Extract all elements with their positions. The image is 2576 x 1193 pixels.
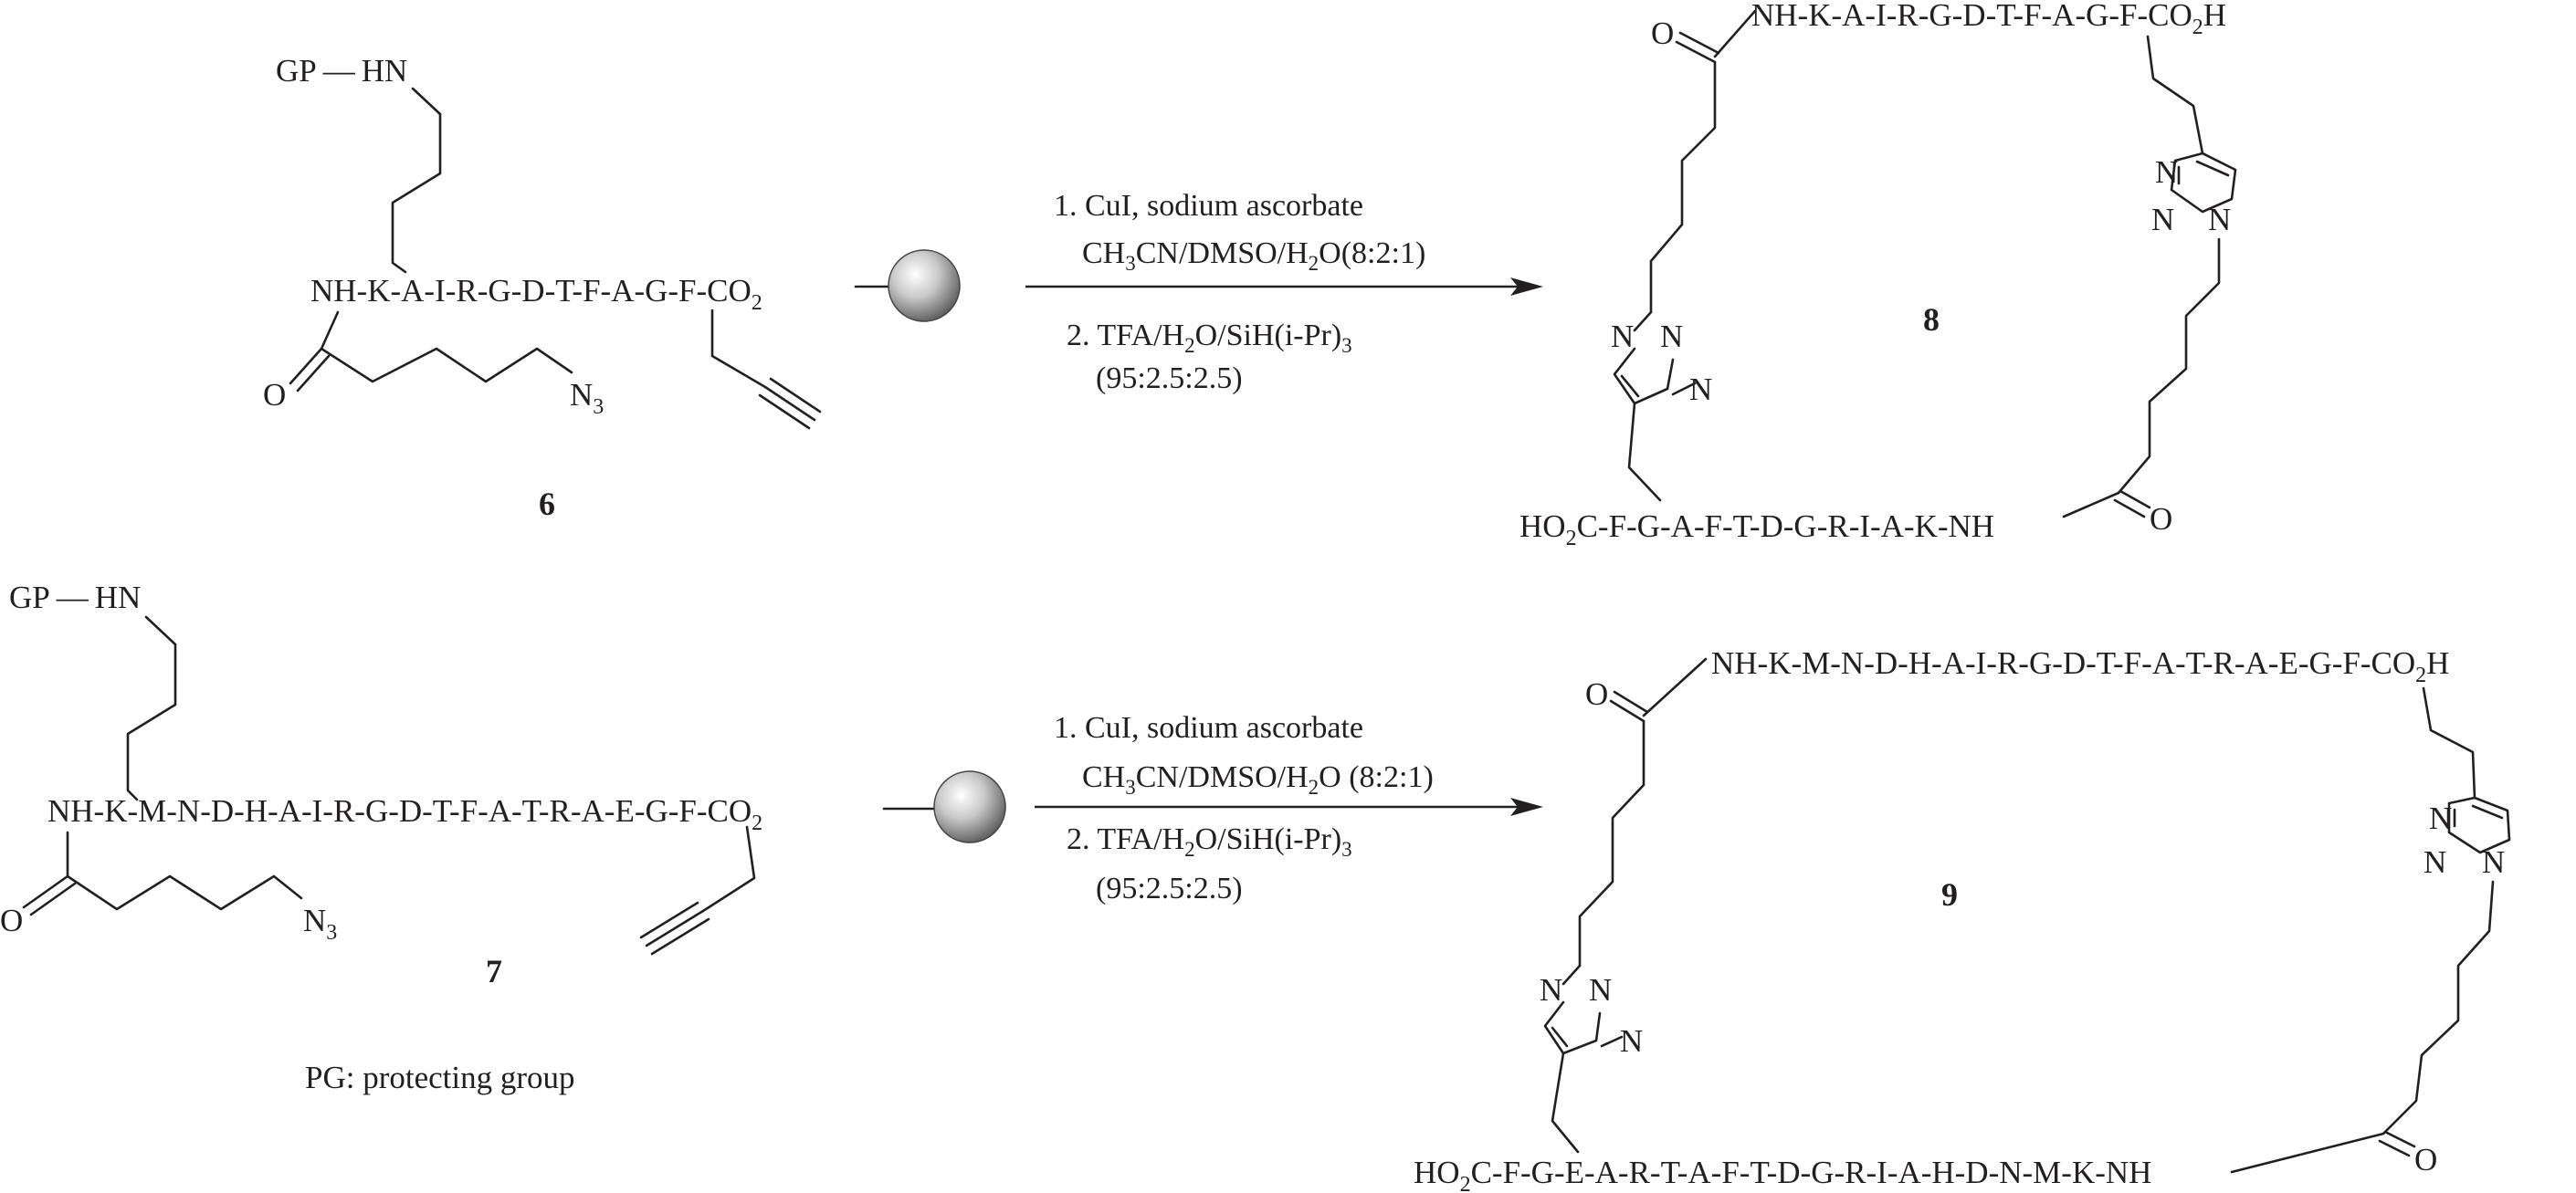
triazole-n: N: [1589, 972, 1612, 1008]
amide-bond-bottom: [2062, 491, 2120, 518]
compound-number-8: 8: [1923, 301, 1940, 338]
left-triazole-ring: N N N: [1540, 964, 1643, 1059]
carbonyl-oxygen: O: [263, 377, 286, 413]
footnote: PG: protecting group: [305, 1060, 575, 1095]
left-triazole-ring: N N N: [1611, 310, 1712, 407]
top-peptide-chain: NH-K-A-I-R-G-D-T-F-A-G-F-CO2H: [1751, 0, 2226, 39]
lysine-side-chain: [126, 615, 177, 801]
triazole-n: N: [2155, 154, 2178, 190]
bottom-peptide-chain: HO2C-F-G-A-F-T-D-G-R-I-A-K-NH: [1519, 508, 1994, 550]
compound-number-9: 9: [1941, 876, 1958, 913]
bottom-carbonyl-bond: [2119, 489, 2151, 509]
right-triazole-ring: N N N: [2151, 152, 2237, 237]
compound-6: GP — HN NH-K-A-I-R-G-D-T-F-A-G-F-CO2 O N…: [263, 53, 961, 522]
condition-step2: 2. TFA/H2O/SiH(i-Pr)3: [1067, 822, 1352, 861]
bottom-peptide-chain: HO2C-F-G-E-A-R-T-A-F-T-D-G-R-I-A-H-D-N-M…: [1414, 1155, 2151, 1193]
amide-bond-top: [1713, 9, 1757, 58]
condition-step1: 1. CuI, sodium ascorbate: [1054, 711, 1363, 745]
bottom-carbonyl-bond-double: [2378, 1139, 2411, 1157]
condition-step2: 2. TFA/H2O/SiH(i-Pr)3: [1067, 319, 1352, 357]
left-linker-chain: [1578, 719, 1645, 968]
propargyl-chain: [701, 825, 756, 913]
compound-number-7: 7: [486, 953, 502, 989]
triazole-n: N: [1689, 372, 1712, 407]
alkyne-bond-3: [650, 917, 710, 956]
reaction-2: 1. CuI, sodium ascorbate CH3CN/DMSO/H2O …: [1035, 711, 1543, 905]
resin-bead: [933, 770, 1006, 843]
bottom-carbonyl-bond-double: [2113, 498, 2146, 518]
triazole-n: N: [2208, 202, 2231, 237]
condition-step1: 1. CuI, sodium ascorbate: [1054, 189, 1363, 223]
amide-bond-top: [1642, 657, 1708, 717]
right-methylene: [2422, 686, 2476, 800]
compound-7: GP — HN NH-K-M-N-D-H-A-I-R-G-D-T-F-A-T-R…: [0, 580, 1006, 989]
propargyl-chain: [710, 309, 767, 389]
alkyne-bond-2: [639, 901, 699, 939]
top-carbonyl-bond: [1609, 699, 1645, 723]
top-carbonyl-bond-double: [1613, 690, 1649, 714]
alkyne-bond: [645, 909, 705, 947]
azide-group: N3: [570, 377, 604, 419]
resin-bead: [888, 249, 961, 322]
top-carbonyl-oxygen: O: [1585, 676, 1608, 712]
condition-solvent: CH3CN/DMSO/H2O(8:2:1): [1082, 236, 1425, 275]
top-carbonyl-bond: [1675, 40, 1717, 64]
compound-8: O NH-K-A-I-R-G-D-T-F-A-G-F-CO2H N N N N …: [1519, 0, 2237, 550]
bottom-carbonyl-oxygen: O: [2150, 501, 2172, 537]
alkyne-bond-3: [758, 393, 811, 430]
amide-bond-bottom: [2230, 1132, 2385, 1174]
peptide-chain: NH-K-A-I-R-G-D-T-F-A-G-F-CO2: [310, 273, 762, 315]
bottom-carbonyl-bond: [2383, 1130, 2416, 1148]
carbonyl-bond-double: [296, 354, 331, 392]
left-linker-chain: [1649, 60, 1717, 314]
compound-number-6: 6: [539, 486, 555, 522]
reaction-1: 1. CuI, sodium ascorbate CH3CN/DMSO/H2O(…: [1025, 189, 1543, 395]
condition-ratio: (95:2.5:2.5): [1096, 872, 1243, 905]
bottom-carbonyl-oxygen: O: [2414, 1142, 2437, 1177]
azide-group: N3: [303, 903, 337, 945]
azido-pentanoyl-chain: [66, 831, 303, 911]
left-methylene: [1627, 402, 1662, 502]
left-methylene: [1551, 1052, 1580, 1154]
top-carbonyl-oxygen: O: [1651, 16, 1674, 51]
carbonyl-bond-double: [29, 882, 77, 916]
peptide-chain: NH-K-M-N-D-H-A-I-R-G-D-T-F-A-T-R-A-E-G-F…: [47, 793, 762, 835]
right-methylene: [2146, 35, 2204, 155]
right-linker-chain: [2381, 880, 2495, 1135]
compound-9: O NH-K-M-N-D-H-A-I-R-G-D-T-F-A-T-R-A-E-G…: [1414, 645, 2511, 1193]
arrowhead-2: [1510, 798, 1543, 816]
triazole-n: N: [1620, 1023, 1643, 1059]
alkyne-bond: [763, 385, 816, 422]
carbonyl-oxygen: O: [0, 903, 23, 938]
lysine-side-chain: [391, 87, 442, 274]
triazole-n: N: [1611, 319, 1634, 354]
top-peptide-chain: NH-K-M-N-D-H-A-I-R-G-D-T-F-A-T-R-A-E-G-F…: [1711, 645, 2449, 687]
right-linker-chain: [2117, 237, 2221, 495]
azido-pentanoyl-chain: [320, 310, 573, 383]
top-carbonyl-bond-double: [1678, 31, 1720, 55]
protecting-group-label: GP — HN: [9, 580, 141, 615]
triazole-n: N: [2482, 844, 2505, 880]
arrowhead-1: [1510, 277, 1543, 296]
condition-solvent: CH3CN/DMSO/H2O (8:2:1): [1082, 760, 1434, 799]
condition-ratio: (95:2.5:2.5): [1096, 361, 1243, 395]
triazole-n: N: [2429, 801, 2452, 836]
triazole-n: N: [2151, 202, 2174, 237]
right-triazole-ring: N N N: [2424, 796, 2511, 880]
triazole-n: N: [2424, 844, 2446, 880]
carbonyl-bond: [22, 874, 69, 909]
protecting-group-label: GP — HN: [276, 53, 407, 89]
alkyne-bond-2: [769, 377, 822, 413]
carbonyl-bond: [289, 347, 323, 385]
triazole-n: N: [1540, 972, 1562, 1008]
triazole-n: N: [1660, 319, 1683, 354]
